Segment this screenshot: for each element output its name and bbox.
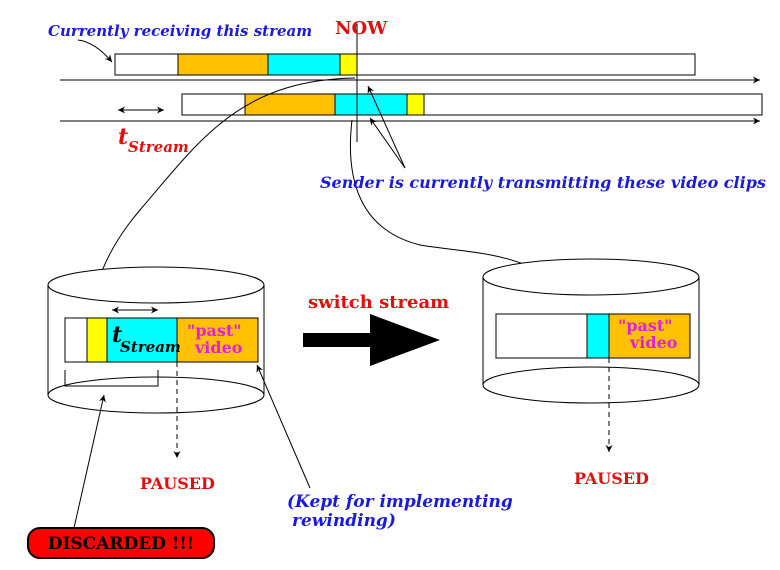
switch-stream-label: switch stream xyxy=(308,292,449,313)
svg-text:t: t xyxy=(118,124,128,150)
left-video-label: video xyxy=(194,338,243,357)
left-buffer-bar xyxy=(64,317,259,363)
right-buffer-bar xyxy=(495,313,691,359)
svg-text:t: t xyxy=(112,322,122,348)
left-buffer-yellow xyxy=(86,317,108,363)
svg-text:Stream: Stream xyxy=(128,138,189,156)
discarded-label: DISCARDED !!! xyxy=(48,534,195,554)
discarded-badge: DISCARDED !!! xyxy=(27,527,215,559)
tstream-label-top: t Stream xyxy=(118,124,189,156)
tstream-label-buffer: t Stream xyxy=(112,322,181,356)
left-buffer-gold xyxy=(176,317,259,363)
right-buffer-gold xyxy=(608,313,691,359)
kept-label-line2: rewinding) xyxy=(292,511,396,531)
stream1-segment-gold xyxy=(177,53,269,76)
sender-transmitting-label: Sender is currently transmitting these v… xyxy=(320,173,766,192)
now-label: NOW xyxy=(335,18,388,39)
right-buffer-cyan xyxy=(586,313,610,359)
switch-stream-arrow xyxy=(303,314,440,366)
right-past-label: "past" xyxy=(618,316,673,335)
paused-right-label: PAUSED xyxy=(574,469,649,488)
currently-receiving-label: Currently receiving this stream xyxy=(48,22,312,40)
stream2-segment-cyan xyxy=(334,93,408,116)
left-past-label: "past" xyxy=(187,321,242,340)
sender-arrow-2 xyxy=(369,117,406,169)
stream1-segment-cyan xyxy=(267,53,341,76)
stream2-segment-yellow xyxy=(406,93,425,116)
stream-bar-2 xyxy=(181,93,763,116)
paused-left-label: PAUSED xyxy=(140,474,215,493)
discard-bracket xyxy=(64,370,159,387)
stream1-segment-yellow xyxy=(339,53,358,76)
kept-arrow xyxy=(256,364,311,489)
receiving-pointer-arrow xyxy=(77,39,113,63)
discarded-arrow xyxy=(73,394,106,529)
sender-arrow-1 xyxy=(367,85,406,169)
svg-text:Stream: Stream xyxy=(120,338,181,356)
right-video-label: video xyxy=(629,333,678,352)
kept-label-line1: (Kept for implementing xyxy=(287,492,513,512)
stream-bar-1 xyxy=(114,53,696,76)
stream2-segment-gold xyxy=(244,93,336,116)
